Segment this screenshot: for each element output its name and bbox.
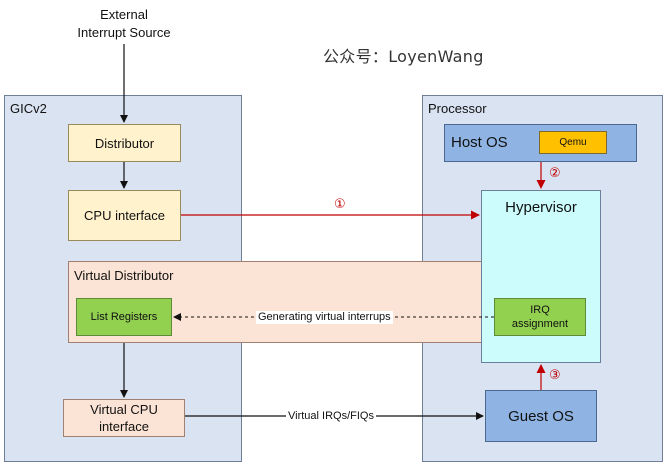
- processor-title: Processor: [428, 101, 487, 116]
- step-1-marker: ①: [334, 197, 346, 212]
- virtual-irqs-fiqs-label: Virtual IRQs/FIQs: [286, 410, 376, 423]
- step-3-marker: ③: [549, 368, 561, 383]
- cpu-interface-box: CPU interface: [68, 190, 181, 241]
- guest-os-box: Guest OS: [485, 390, 597, 442]
- distributor-box: Distributor: [68, 124, 181, 162]
- hypervisor-label: Hypervisor: [505, 199, 577, 216]
- external-source-line2: Interrupt Source: [77, 25, 171, 40]
- external-source-line1: External: [100, 7, 148, 22]
- qemu-box: Qemu: [539, 131, 607, 154]
- irq-assignment-box: IRQ assignment: [494, 298, 586, 336]
- generating-virtual-interrupts-label: Generating virtual interrups: [256, 311, 393, 324]
- irq-assignment-line1: IRQ: [530, 304, 550, 316]
- list-registers-label: List Registers: [90, 311, 158, 323]
- watermark: 公众号：LoyenWang: [323, 47, 484, 66]
- irq-assignment-line2: assignment: [511, 318, 569, 330]
- host-os-label: Host OS: [451, 134, 508, 151]
- distributor-label: Distributor: [94, 135, 155, 151]
- cpu-interface-label: CPU interface: [84, 208, 165, 223]
- gicv2-title: GICv2: [10, 101, 47, 116]
- virtual-cpu-interface-box: Virtual CPU interface: [63, 399, 185, 437]
- list-registers-box: List Registers: [76, 298, 172, 336]
- virtual-cpu-interface-line1: Virtual CPU: [90, 402, 158, 417]
- step-2-marker: ②: [549, 166, 561, 181]
- qemu-label: Qemu: [559, 137, 587, 148]
- virtual-cpu-interface-line2: interface: [99, 419, 149, 434]
- guest-os-label: Guest OS: [508, 407, 574, 425]
- virtual-distributor-label: Virtual Distributor: [74, 268, 174, 283]
